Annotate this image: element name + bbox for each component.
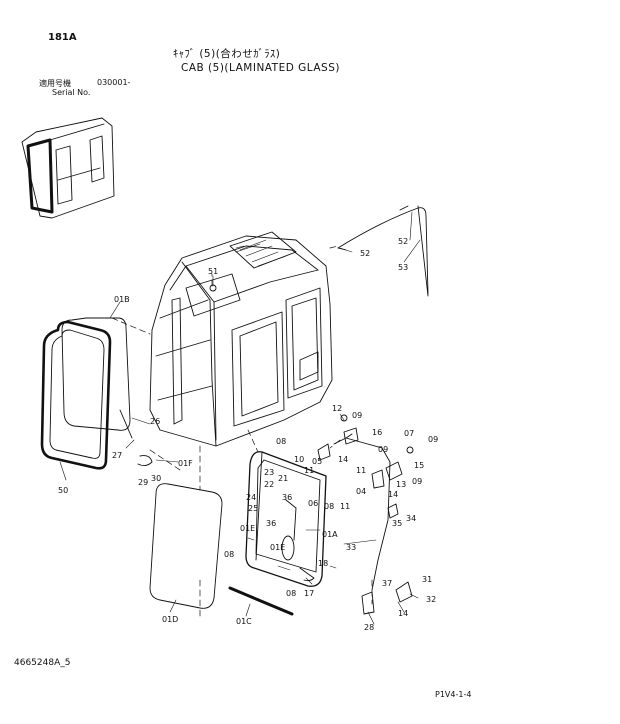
part-callout-28: 28	[364, 623, 374, 632]
part-callout-25: 25	[248, 504, 258, 513]
part-callout-17: 17	[304, 589, 314, 598]
part-callout-01d: 01D	[162, 615, 178, 624]
front-lower-glass	[149, 483, 223, 609]
part-callout-32: 32	[426, 595, 436, 604]
part-callout-08: 08	[276, 437, 286, 446]
part-callout-14: 14	[398, 609, 408, 618]
part-callout-11: 11	[356, 466, 366, 475]
part-callout-50: 50	[58, 486, 68, 495]
part-callout-31: 31	[422, 575, 432, 584]
part-callout-04: 04	[356, 487, 366, 496]
rear-glass-assembly	[40, 317, 133, 470]
part-callout-08: 08	[286, 589, 296, 598]
glass-strip	[228, 586, 294, 616]
part-callout-01a: 01A	[322, 530, 338, 539]
part-callout-27: 27	[112, 451, 122, 460]
figure-code: 181A	[48, 32, 77, 43]
door-rail	[333, 433, 391, 591]
part-callout-24: 24	[246, 493, 256, 502]
part-callout-23: 23	[264, 468, 274, 477]
page-number: P1V4-1-4	[435, 690, 472, 699]
part-callout-09: 09	[428, 435, 438, 444]
front-window-frame	[245, 451, 327, 587]
part-callout-53: 53	[398, 263, 408, 272]
title-japanese: ｷｬﾌﾞ (5)(合わせｶﾞﾗｽ)	[173, 48, 281, 60]
part-callout-33: 33	[346, 543, 356, 552]
part-callout-22: 22	[264, 480, 274, 489]
part-callout-35: 35	[392, 519, 402, 528]
part-callout-21: 21	[278, 474, 288, 483]
part-callout-01e: 01E	[270, 543, 285, 552]
part-callout-09: 09	[378, 445, 388, 454]
part-callout-07: 07	[404, 429, 414, 438]
part-callout-09: 09	[412, 477, 422, 486]
part-callout-36: 36	[282, 493, 292, 502]
part-callout-34: 34	[406, 514, 416, 523]
part-callout-30: 30	[151, 474, 161, 483]
part-callout-29: 29	[138, 478, 148, 487]
part-callout-36: 36	[266, 519, 276, 528]
part-callout-01b: 01B	[114, 295, 130, 304]
part-callout-10: 10	[294, 455, 304, 464]
part-callout-01e: 01E	[240, 524, 255, 533]
upper-glass-assembly	[337, 205, 429, 297]
serial-label-japanese: 適用号機	[39, 79, 71, 88]
title-english: CAB (5)(LAMINATED GLASS)	[181, 62, 340, 74]
document-number: 4665248A_5	[14, 658, 71, 668]
part-callout-12: 12	[332, 404, 342, 413]
part-callout-14: 14	[388, 490, 398, 499]
serial-value: 030001-	[97, 78, 131, 87]
latch-hardware	[137, 414, 414, 615]
part-callout-13: 13	[396, 480, 406, 489]
part-callout-16: 16	[372, 428, 382, 437]
cab-frame	[149, 231, 333, 447]
part-callout-15: 15	[414, 461, 424, 470]
part-callout-11: 11	[304, 466, 314, 475]
part-callout-26: 26	[150, 417, 160, 426]
part-callout-14: 14	[338, 455, 348, 464]
part-callout-11: 11	[340, 502, 350, 511]
part-callout-09: 09	[352, 411, 362, 420]
part-callout-01f: 01F	[178, 459, 193, 468]
part-callout-08: 08	[324, 502, 334, 511]
leader-lines	[59, 211, 421, 625]
cab-thumbnail	[21, 117, 115, 219]
serial-label-english: Serial No.	[52, 88, 91, 97]
part-callout-37: 37	[382, 579, 392, 588]
part-callout-08: 08	[224, 550, 234, 559]
part-callout-01c: 01C	[236, 617, 252, 626]
part-callout-05: 05	[312, 457, 322, 466]
part-callout-52: 52	[360, 249, 370, 258]
part-callout-52: 52	[398, 237, 408, 246]
part-callout-18: 18	[318, 559, 328, 568]
projection-lines	[111, 245, 373, 621]
part-callout-51: 51	[208, 267, 218, 276]
part-callout-06: 06	[308, 499, 318, 508]
